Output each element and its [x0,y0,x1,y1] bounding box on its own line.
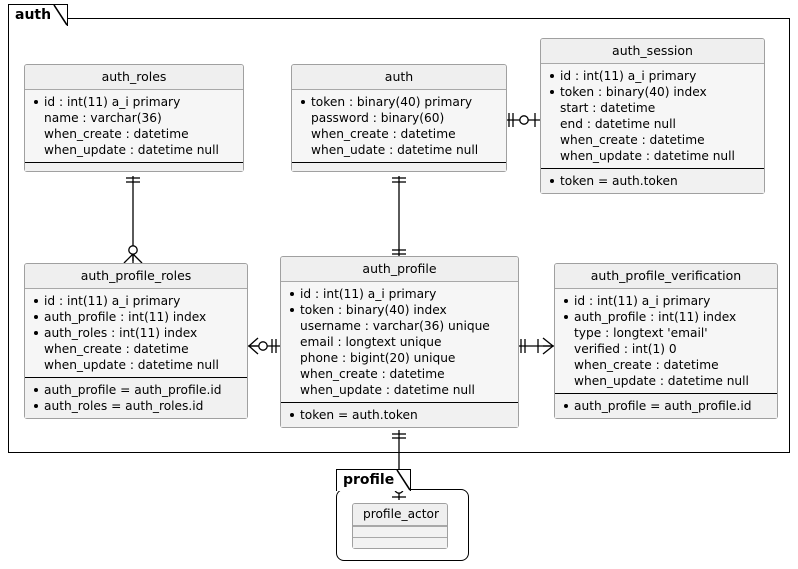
entity-auth-constraints [292,162,506,171]
package-auth [8,18,790,453]
entity-auth_profile_roles-constraints: auth_profile = auth_profile.id auth_role… [25,377,247,418]
entity-auth_session-title: auth_session [541,39,764,64]
entity-auth_session[interactable]: auth_session id : int(11) a_i primary to… [540,38,765,194]
entity-auth_profile_verification-columns: id : int(11) a_i primary auth_profile : … [555,289,777,393]
column-row: when_create : datetime [44,127,189,141]
entity-auth_profile_verification-title: auth_profile_verification [555,264,777,289]
constraint-row: auth_roles = auth_roles.id [32,398,239,414]
package-profile-tab: profile [336,469,412,491]
column-row: when_create : datetime [560,133,705,147]
entity-profile_actor-constraints [353,537,447,548]
column-row: id : int(11) a_i primary [548,68,756,84]
entity-auth_profile_verification-constraints: auth_profile = auth_profile.id [555,393,777,418]
column-row: token : binary(40) primary [299,94,498,110]
column-row: when_udate : datetime null [311,143,479,157]
entity-auth_profile-constraints: token = auth.token [281,402,518,427]
entity-auth_profile[interactable]: auth_profile id : int(11) a_i primary to… [280,256,519,428]
column-row: when_create : datetime [311,127,456,141]
entity-auth_profile_roles[interactable]: auth_profile_roles id : int(11) a_i prim… [24,263,248,419]
column-row: when_create : datetime [300,367,445,381]
column-row: email : longtext unique [300,335,442,349]
column-row: when_update : datetime null [574,374,749,388]
package-profile-label: profile [343,472,395,488]
constraint-row: token = auth.token [288,407,510,423]
constraint-row: auth_profile = auth_profile.id [32,382,239,398]
column-row: password : binary(60) [311,111,445,125]
column-row: auth_profile : int(11) index [32,309,239,325]
entity-profile_actor-columns [353,526,447,537]
entity-profile_actor[interactable]: profile_actor [352,503,448,549]
column-row: end : datetime null [560,117,676,131]
entity-auth_profile-columns: id : int(11) a_i primary token : binary(… [281,282,518,402]
package-auth-label: auth [15,7,52,23]
column-row: verified : int(1) 0 [574,342,677,356]
column-row: when_update : datetime null [300,383,475,397]
entity-auth-title: auth [292,65,506,90]
entity-auth_profile_roles-title: auth_profile_roles [25,264,247,289]
column-row: id : int(11) a_i primary [562,293,769,309]
column-row: phone : bigint(20) unique [300,351,456,365]
column-row: name : varchar(36) [44,111,162,125]
column-row: auth_profile : int(11) index [562,309,769,325]
entity-auth_roles-columns: id : int(11) a_i primary name : varchar(… [25,90,243,162]
entity-auth[interactable]: auth token : binary(40) primary password… [291,64,507,172]
column-row: type : longtext 'email' [574,326,708,340]
column-row: when_update : datetime null [44,358,219,372]
column-row: id : int(11) a_i primary [32,94,235,110]
column-row: when_update : datetime null [44,143,219,157]
column-row: when_update : datetime null [560,149,735,163]
entity-auth_profile_verification[interactable]: auth_profile_verification id : int(11) a… [554,263,778,419]
column-row: start : datetime [560,101,656,115]
column-row: token : binary(40) index [288,302,510,318]
constraint-row: auth_profile = auth_profile.id [562,398,769,414]
entity-auth_profile_roles-columns: id : int(11) a_i primary auth_profile : … [25,289,247,377]
package-auth-tab: auth [8,4,69,26]
column-row: when_create : datetime [44,342,189,356]
column-row: token : binary(40) index [548,84,756,100]
column-row: when_create : datetime [574,358,719,372]
column-row: auth_roles : int(11) index [32,325,239,341]
entity-auth_roles-constraints [25,162,243,171]
column-row: id : int(11) a_i primary [288,286,510,302]
entity-auth_profile-title: auth_profile [281,257,518,282]
entity-auth_roles-title: auth_roles [25,65,243,90]
entity-profile_actor-title: profile_actor [353,504,447,526]
column-row: id : int(11) a_i primary [32,293,239,309]
entity-auth_session-constraints: token = auth.token [541,168,764,193]
entity-auth_session-columns: id : int(11) a_i primary token : binary(… [541,64,764,168]
entity-auth_roles[interactable]: auth_roles id : int(11) a_i primary name… [24,64,244,172]
constraint-row: token = auth.token [548,173,756,189]
column-row: username : varchar(36) unique [300,319,490,333]
entity-auth-columns: token : binary(40) primary password : bi… [292,90,506,162]
